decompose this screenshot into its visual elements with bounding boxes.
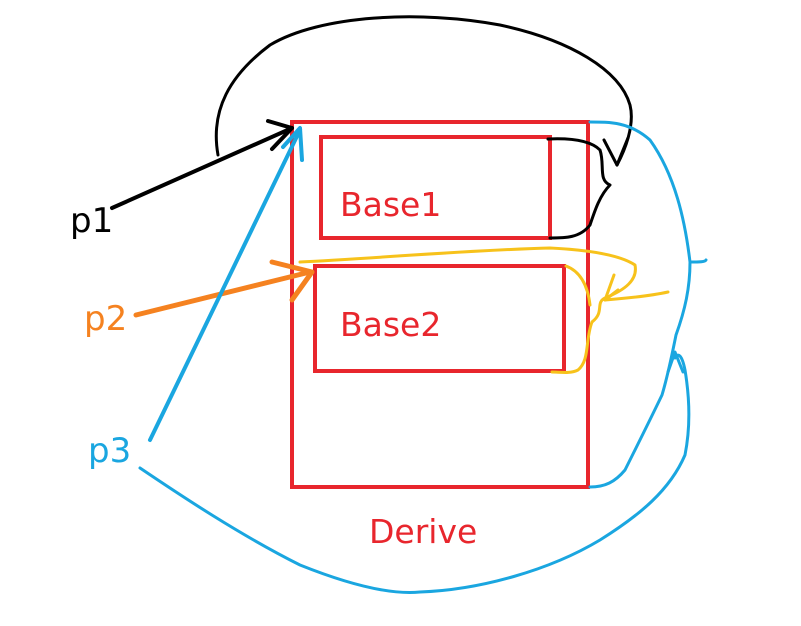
base2-label: Base2 — [340, 305, 441, 344]
p1-size-loop — [214, 15, 633, 240]
base2-offset-loop — [298, 246, 670, 374]
p3-arrow — [148, 126, 304, 442]
derive-size-loop — [138, 120, 708, 594]
derive-box — [290, 120, 590, 489]
base1-box — [319, 135, 552, 240]
p2-label: p2 — [84, 299, 127, 339]
p1-arrow — [110, 119, 294, 210]
p1-label: p1 — [70, 201, 113, 241]
base2-box — [313, 264, 566, 373]
derive-label: Derive — [369, 512, 477, 551]
p3-label: p3 — [88, 431, 131, 471]
base1-label: Base1 — [340, 185, 441, 224]
